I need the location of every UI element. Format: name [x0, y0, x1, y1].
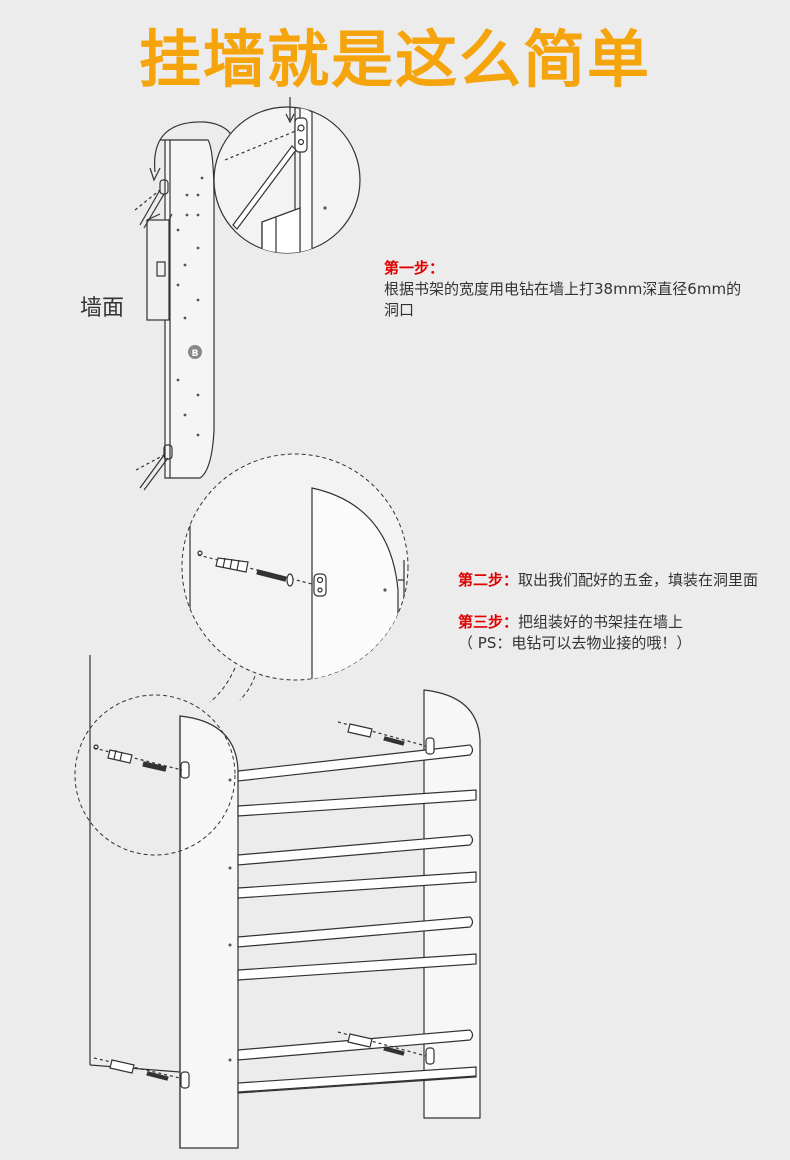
- step-2: 第二步：取出我们配好的五金，填装在洞里面: [458, 570, 778, 591]
- shelf-rods: [237, 744, 477, 1094]
- step-3-note: （ PS：电钻可以去物业接的哦！）: [458, 634, 692, 652]
- step-1: 第一步： 根据书架的宽度用电钻在墙上打38mm深直径6mm的洞口: [384, 258, 744, 321]
- shelf-assembly: [89, 655, 481, 1149]
- zoom-detail-step1: [213, 97, 361, 254]
- step-1-text: 根据书架的宽度用电钻在墙上打38mm深直径6mm的洞口: [384, 280, 742, 319]
- wall-label: 墙面: [80, 296, 125, 321]
- step-1-head: 第一步：: [384, 259, 445, 277]
- zoom-detail-step2: [181, 453, 409, 703]
- page-title: 挂墙就是这么简单: [138, 23, 651, 96]
- side-panel-step1: [134, 121, 233, 491]
- step-3-head: 第三步：: [458, 613, 519, 631]
- step-2-text: 取出我们配好的五金，填装在洞里面: [518, 571, 759, 589]
- badge-circle: [188, 345, 202, 359]
- step-3: 第三步：把组装好的书架挂在墙上 （ PS：电钻可以去物业接的哦！）: [458, 612, 778, 654]
- panel-holes: [176, 176, 204, 437]
- badge-letter: B: [192, 349, 199, 359]
- zoom-detail-step3: [74, 694, 236, 856]
- step-2-head: 第二步：: [458, 571, 519, 589]
- step-3-text: 把组装好的书架挂在墙上: [518, 613, 684, 631]
